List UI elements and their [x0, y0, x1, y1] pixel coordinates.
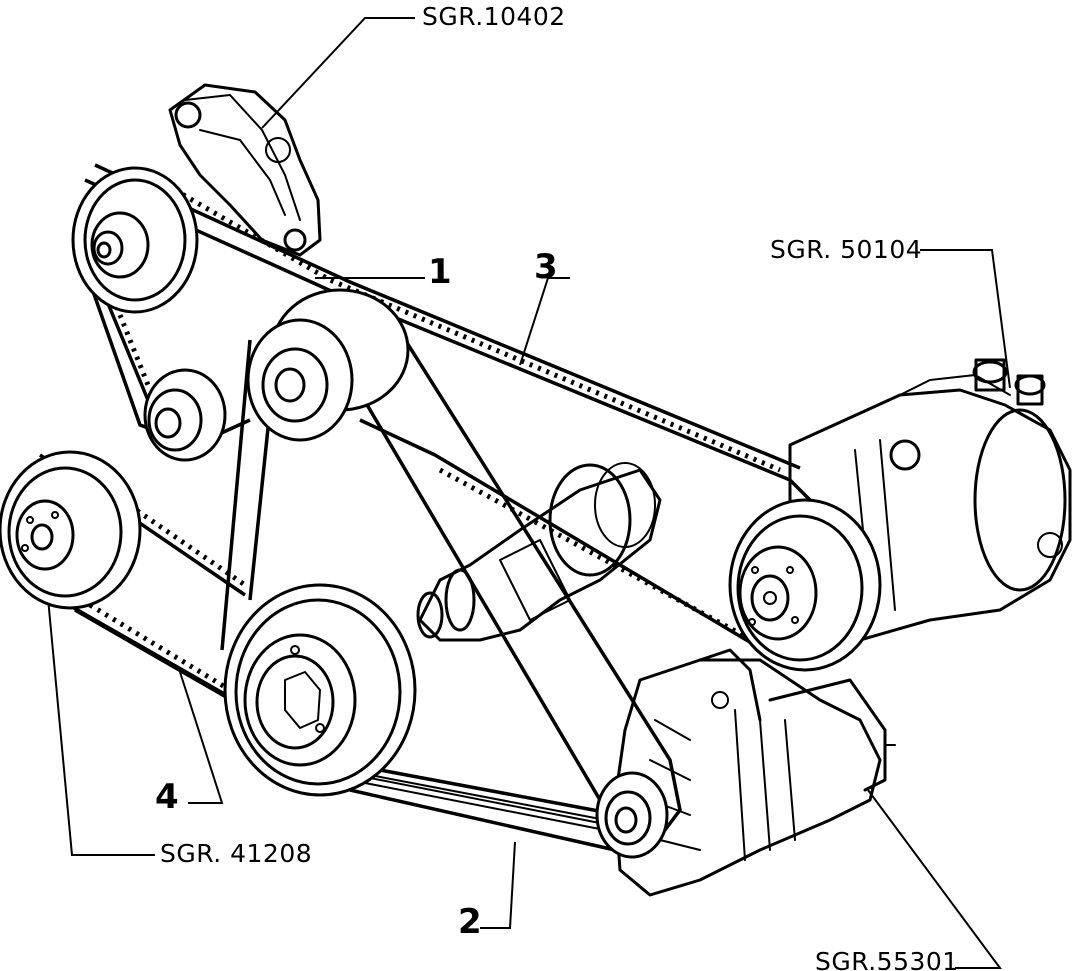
pulley-idler-lower [143, 368, 227, 462]
leader-lines [47, 17, 1011, 969]
pulley-compressor [728, 498, 882, 672]
leader-sgr-50104 [920, 249, 1011, 389]
label-sgr-10402: SGR.10402 [422, 2, 566, 31]
labels: SGR.10402 1 3 SGR. 50104 4 SGR. 41208 2 … [155, 2, 959, 971]
label-item-2: 2 [458, 902, 482, 942]
leader-item-2 [480, 841, 516, 929]
pulley-crankshaft [223, 583, 417, 797]
leader-sgr-55301 [867, 789, 1002, 969]
label-item-3: 3 [534, 247, 558, 287]
pulley-middle-tensioner [246, 288, 410, 442]
ac-compressor [788, 358, 1072, 642]
alternator [613, 648, 896, 897]
label-sgr-50104: SGR. 50104 [770, 235, 922, 264]
label-sgr-55301: SGR.55301 [815, 947, 959, 971]
leader-sgr-10402 [261, 17, 415, 129]
tensioner-bracket [168, 83, 322, 257]
leader-sgr-41208 [47, 597, 155, 856]
pulley-upper-left [71, 166, 199, 314]
pulley-alternator [595, 771, 669, 859]
pulley-left-crank-aux [0, 450, 142, 610]
leader-item-3 [519, 277, 570, 366]
leader-item-4 [179, 671, 224, 804]
label-sgr-41208: SGR. 41208 [160, 839, 312, 868]
label-item-4: 4 [155, 777, 179, 817]
camshaft [416, 462, 662, 642]
label-item-1: 1 [428, 252, 452, 292]
